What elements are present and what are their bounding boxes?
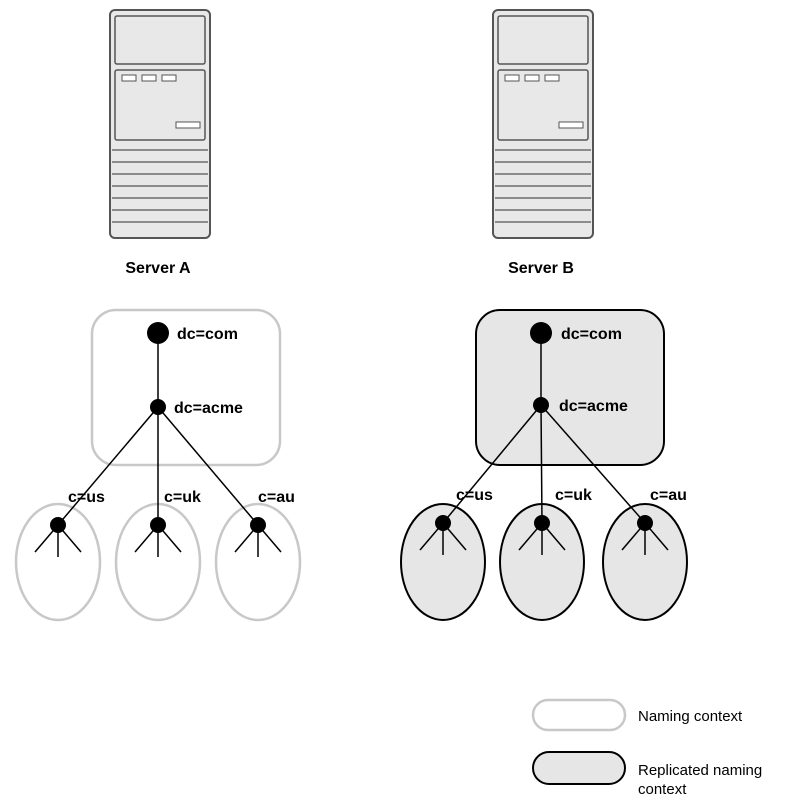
node-c-au — [637, 515, 653, 531]
node-dc-acme — [150, 399, 166, 415]
legend-label-replicated-line2: context — [638, 781, 687, 798]
server-b: Server B dc=com dc=acme c=us c=uk c=au — [400, 9, 688, 621]
node-c-uk — [150, 517, 166, 533]
node-label-child: dc=acme — [174, 400, 243, 417]
server-tower-icon — [492, 9, 594, 239]
leaf-replicated-context-us — [400, 503, 486, 621]
node-dc-com — [147, 322, 169, 344]
leaf-replicated-context-au — [602, 503, 688, 621]
legend-label-replicated-line1: Replicated naming — [638, 762, 762, 779]
legend-item-naming-context: Naming context — [531, 698, 743, 732]
node-label-leaf-au: c=au — [650, 487, 687, 504]
server-tower-icon — [109, 9, 211, 239]
node-label-leaf-us: c=us — [456, 487, 493, 504]
node-label-leaf-uk: c=uk — [164, 489, 201, 506]
node-label-leaf-uk: c=uk — [555, 487, 592, 504]
node-c-us — [50, 517, 66, 533]
node-c-au — [250, 517, 266, 533]
server-b-label: Server B — [508, 260, 574, 277]
node-c-us — [435, 515, 451, 531]
node-label-leaf-au: c=au — [258, 489, 295, 506]
legend: Naming context Replicated naming context — [531, 698, 762, 798]
node-label-child: dc=acme — [559, 398, 628, 415]
node-dc-com — [530, 322, 552, 344]
node-label-root: dc=com — [561, 326, 622, 343]
legend-swatch-naming-context — [531, 698, 627, 732]
server-a: Server A dc=com dc=acme c=us c=uk c=au — [14, 9, 302, 622]
node-label-leaf-us: c=us — [68, 489, 105, 506]
node-label-root: dc=com — [177, 326, 238, 343]
leaf-naming-context-us — [14, 502, 102, 622]
upper-naming-context — [90, 308, 282, 467]
node-c-uk — [534, 515, 550, 531]
legend-label-naming-context: Naming context — [638, 708, 743, 725]
tree-edges — [419, 333, 669, 555]
legend-item-replicated: Replicated naming context — [532, 751, 762, 798]
legend-swatch-replicated — [532, 751, 626, 785]
node-dc-acme — [533, 397, 549, 413]
server-a-label: Server A — [125, 260, 191, 277]
leaf-naming-context-au — [214, 502, 302, 622]
